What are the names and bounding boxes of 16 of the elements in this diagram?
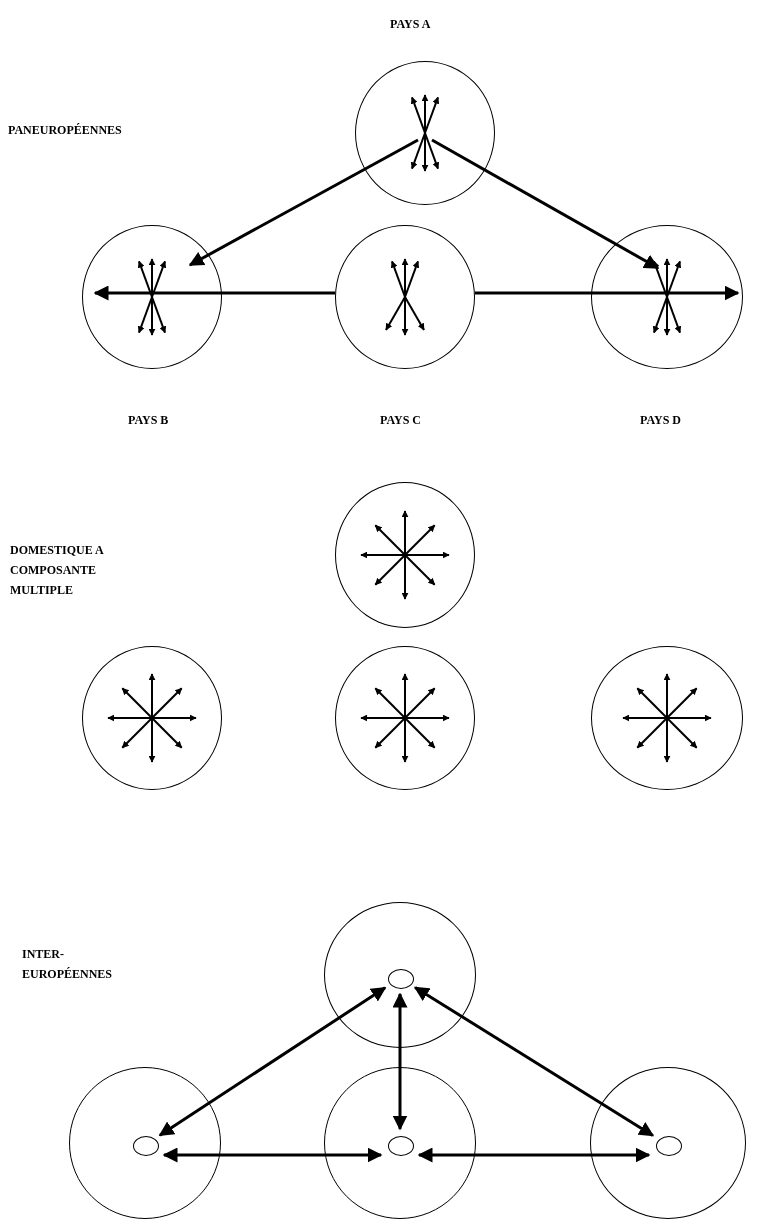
arrow xyxy=(392,992,408,1131)
category-label: PANEUROPÉENNES xyxy=(8,122,123,139)
country-label: PAYS A xyxy=(390,16,431,33)
arrow xyxy=(158,986,387,1137)
category-label: INTER-EUROPÉENNES xyxy=(22,946,114,983)
country-label: PAYS C xyxy=(380,412,421,429)
country-label: PAYS D xyxy=(640,412,681,429)
arrow xyxy=(93,285,335,301)
arrow xyxy=(162,1147,383,1163)
arrow xyxy=(475,285,740,301)
arrow xyxy=(188,138,419,267)
arrow xyxy=(413,986,655,1137)
arrow xyxy=(431,138,660,270)
arrow xyxy=(417,1147,651,1163)
category-label: DOMESTIQUE A COMPOSANTE MULTIPLE xyxy=(10,542,105,599)
country-label: PAYS B xyxy=(128,412,169,429)
